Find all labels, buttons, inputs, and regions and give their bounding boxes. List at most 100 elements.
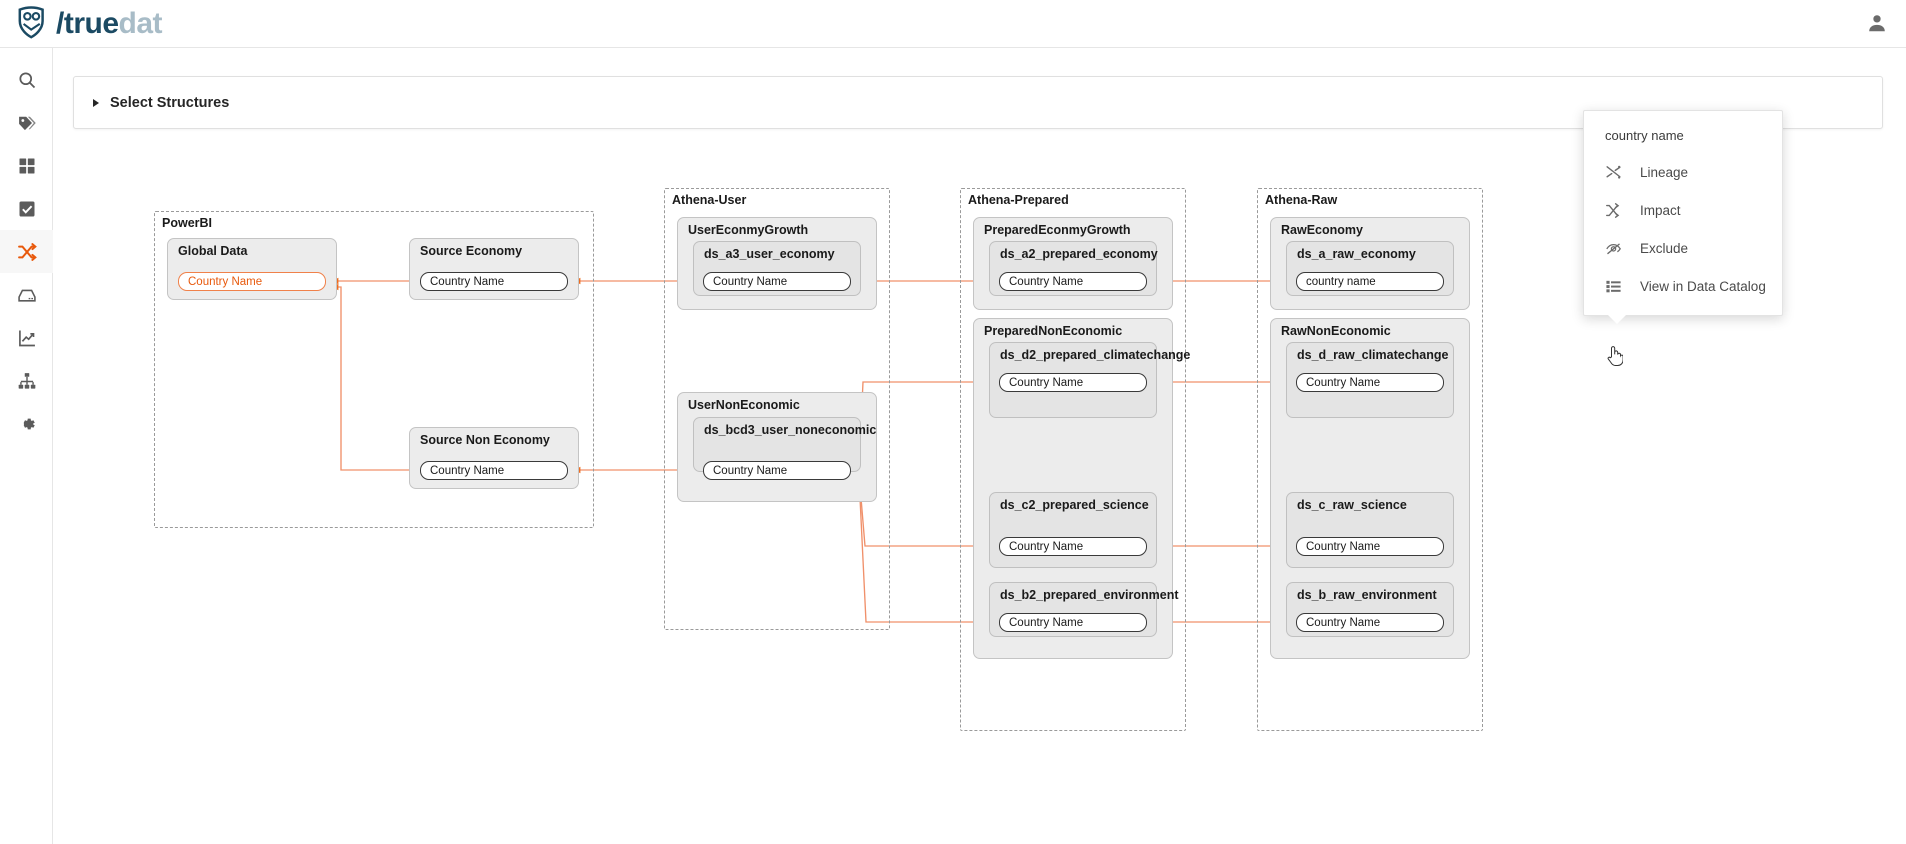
context-menu-item-label: View in Data Catalog <box>1640 278 1766 294</box>
triangle-right-icon <box>93 98 99 107</box>
field-label: Country Name <box>188 275 263 288</box>
field-node[interactable]: Country Name <box>420 272 568 291</box>
context-menu-arrow <box>1608 315 1626 324</box>
group-label: UserNonEconomic <box>688 398 800 412</box>
dataset-label: ds_b2_prepared_environment <box>1000 588 1179 602</box>
lineage-zone: PowerBI <box>154 211 594 528</box>
group-label: Source Economy <box>420 244 523 258</box>
dataset-label: ds_a_raw_economy <box>1297 247 1416 261</box>
brand-wordmark: /truedat <box>56 7 163 40</box>
group-label: PreparedEconmyGrowth <box>984 223 1131 237</box>
dataset-label: ds_d2_prepared_climatechange <box>1000 348 1191 362</box>
top-bar: /truedat <box>0 0 1906 48</box>
brand-logo[interactable]: /truedat <box>16 3 163 46</box>
zone-label: Athena-User <box>672 193 747 207</box>
dataset-label: ds_d_raw_climatechange <box>1297 348 1449 362</box>
eye-slash-icon <box>1605 240 1622 257</box>
field-label: Country Name <box>1009 540 1084 553</box>
grid-icon <box>17 156 37 176</box>
field-node[interactable]: Country Name <box>420 461 568 480</box>
database-icon <box>17 285 37 305</box>
lineage-icon <box>1605 164 1622 181</box>
field-node[interactable]: Country Name <box>1296 537 1444 556</box>
owl-shield-icon <box>16 3 54 46</box>
sitemap-icon <box>17 371 37 391</box>
gear-icon <box>17 414 37 434</box>
field-label: Country Name <box>430 275 505 288</box>
field-node[interactable]: Country Name <box>1296 613 1444 632</box>
field-node[interactable]: Country Name <box>1296 373 1444 392</box>
dataset-label: ds_c_raw_science <box>1297 498 1407 512</box>
chart-line-icon <box>17 328 37 348</box>
field-node[interactable]: Country Name <box>703 272 851 291</box>
field-label: Country Name <box>430 464 505 477</box>
sidebar-item-data-sources[interactable] <box>0 273 53 316</box>
select-structures-panel[interactable]: Select Structures <box>73 76 1883 129</box>
zone-label: PowerBI <box>162 216 213 230</box>
brand-dat: dat <box>118 7 163 40</box>
field-label: Country Name <box>1306 540 1381 553</box>
select-structures-header[interactable]: Select Structures <box>74 77 1882 128</box>
field-node[interactable]: Country Name <box>178 272 326 291</box>
lineage-dataset[interactable]: ds_c2_prepared_science <box>989 492 1157 568</box>
context-menu-item-view-in-data-catalog[interactable]: View in Data Catalog <box>1584 267 1782 305</box>
field-label: Country Name <box>713 464 788 477</box>
field-node[interactable]: Country Name <box>703 461 851 480</box>
sidebar-item-hierarchy[interactable] <box>0 359 53 402</box>
group-label: RawNonEconomic <box>1281 324 1391 338</box>
zone-label: Athena-Raw <box>1265 193 1338 207</box>
sidebar-item-search[interactable] <box>0 58 53 101</box>
dataset-label: ds_bcd3_user_noneconomic <box>704 423 877 437</box>
field-node[interactable]: Country Name <box>999 373 1147 392</box>
search-icon <box>17 70 37 90</box>
dataset-label: ds_b_raw_environment <box>1297 588 1437 602</box>
sidebar-item-lineage[interactable] <box>0 230 53 273</box>
context-menu-item-label: Exclude <box>1640 240 1689 256</box>
field-label: Country Name <box>1306 616 1381 629</box>
sidebar-item-settings[interactable] <box>0 402 53 445</box>
group-label: PreparedNonEconomic <box>984 324 1123 338</box>
context-menu-title: country name <box>1605 128 1684 143</box>
field-label: country name <box>1306 275 1376 288</box>
context-menu-item-label: Lineage <box>1640 164 1689 180</box>
field-node[interactable]: country name <box>1296 272 1444 291</box>
field-node[interactable]: Country Name <box>999 537 1147 556</box>
group-label: RawEconomy <box>1281 223 1363 237</box>
lineage-graph-canvas[interactable]: PowerBI Athena-User Athena-Prepared Athena-… <box>53 129 1906 844</box>
shuffle-icon <box>17 242 37 262</box>
field-label: Country Name <box>1306 376 1381 389</box>
select-structures-label: Select Structures <box>110 94 230 111</box>
context-menu[interactable]: country name Lineage Impact <box>1583 110 1783 324</box>
zone-label: Athena-Prepared <box>968 193 1069 207</box>
brand-true: true <box>63 7 119 40</box>
group-label: UserEconmyGrowth <box>688 223 809 237</box>
left-sidebar <box>0 48 53 844</box>
field-label: Country Name <box>1009 376 1084 389</box>
sidebar-item-quality[interactable] <box>0 187 53 230</box>
pointing-hand-cursor <box>1606 345 1624 367</box>
impact-shuffle-icon <box>1605 202 1622 219</box>
context-menu-item-label: Impact <box>1640 202 1681 218</box>
dataset-label: ds_c2_prepared_science <box>1000 498 1149 512</box>
context-menu-item-exclude[interactable]: Exclude <box>1584 229 1782 267</box>
tags-icon <box>17 113 37 133</box>
field-node[interactable]: Country Name <box>999 272 1147 291</box>
field-label: Country Name <box>1009 616 1084 629</box>
lineage-zone: Athena-User <box>664 188 890 630</box>
lineage-zone: Athena-Raw <box>1257 188 1483 731</box>
group-label: Global Data <box>178 244 248 258</box>
list-icon <box>1605 278 1622 295</box>
sidebar-item-metrics[interactable] <box>0 316 53 359</box>
lineage-zone: Athena-Prepared <box>960 188 1186 731</box>
lineage-dataset[interactable]: ds_c_raw_science <box>1286 492 1454 568</box>
user-avatar-icon[interactable] <box>1866 12 1888 34</box>
field-label: Country Name <box>1009 275 1084 288</box>
context-menu-item-lineage[interactable]: Lineage <box>1584 153 1782 191</box>
context-menu-item-impact[interactable]: Impact <box>1584 191 1782 229</box>
field-label: Country Name <box>713 275 788 288</box>
sidebar-item-dashboard[interactable] <box>0 144 53 187</box>
check-square-icon <box>17 199 37 219</box>
sidebar-item-glossary[interactable] <box>0 101 53 144</box>
dataset-label: ds_a2_prepared_economy <box>1000 247 1158 261</box>
field-node[interactable]: Country Name <box>999 613 1147 632</box>
